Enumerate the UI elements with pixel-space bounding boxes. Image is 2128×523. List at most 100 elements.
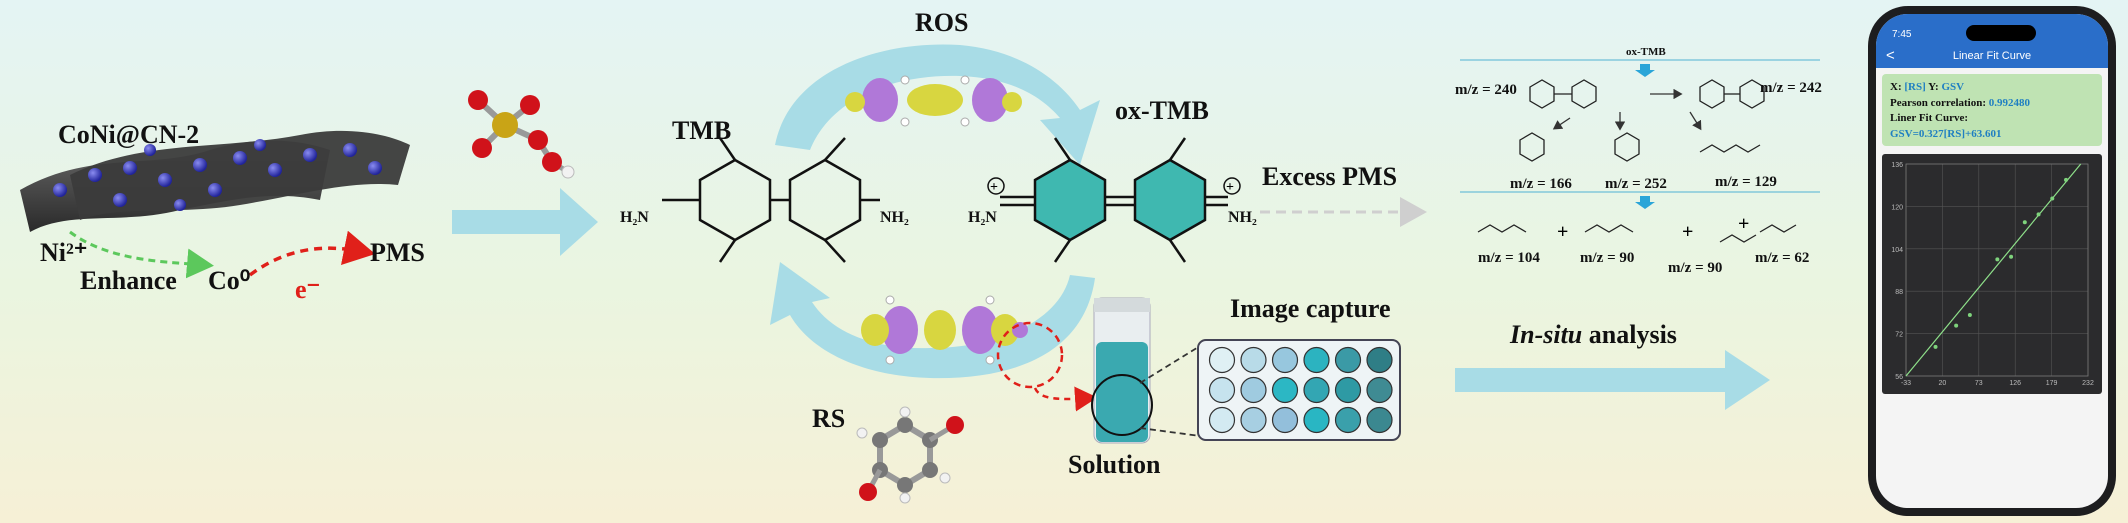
mz90a-label: m/z = 90 [1580,250,1635,266]
y-tick-label: 136 [1891,162,1903,169]
well [1334,376,1362,404]
well [1208,376,1236,404]
data-point [1995,257,2000,262]
zoom-line-top [1139,345,1201,384]
enhance-arrow [69,230,214,279]
ox-tmb-label: ox-TMB [1115,96,1209,125]
pearson-value: 0.992480 [1988,96,2031,109]
tmb-structure [662,137,880,263]
mz242-label: m/z = 242 [1760,80,1822,96]
well [1303,346,1330,374]
mz62-label: m/z = 62 [1755,250,1810,266]
rs-orbital [861,295,1028,365]
insitu-arrow [1455,350,1770,410]
well [1271,346,1299,374]
tmb-label: TMB [672,116,732,145]
data-point [1933,344,1938,349]
zoom-line-bottom [1139,427,1201,437]
y-tick-label: 56 [1895,374,1903,381]
image-capture-label: Image capture [1230,294,1391,323]
feed-arrow [452,188,598,256]
x-tick-label: 232 [2082,380,2094,387]
data-point [2064,177,2069,182]
svg-text:+: + [1682,221,1693,243]
smartphone: 7:45 < Linear Fit Curve X: [RS] Y: GSV P… [1868,6,2116,516]
well [1240,346,1267,374]
to-tube-arrow [1033,386,1098,412]
data-point [2009,254,2014,259]
plot-frame [1905,163,2089,377]
product-title: ox-TMB [1626,46,1666,58]
insitu-rest: analysis [1582,320,1677,349]
test-tube [1091,297,1153,444]
product-panel: + + + [1460,59,1820,243]
svg-text:+: + [1226,180,1234,195]
well [1303,406,1330,434]
pearson-row: Pearson correlation: 0.992480 [1890,96,2094,112]
nav-bar: < Linear Fit Curve [1876,46,2108,68]
enhance-label: Enhance [80,266,177,295]
back-button[interactable]: < [1886,47,1895,64]
svg-text:+: + [990,180,998,195]
well [1240,406,1267,434]
x-tick-label: 73 [1975,380,1983,387]
svg-text:+: + [1738,213,1749,235]
phone-screen: 7:45 < Linear Fit Curve X: [RS] Y: GSV P… [1876,14,2108,508]
x-label: X: [1890,81,1902,93]
ros-label: ROS [915,8,969,37]
y-tick-label: 88 [1895,289,1903,296]
data-point [2036,212,2041,217]
pearson-label: Pearson correlation: [1890,96,1987,109]
ros-arc [775,44,1100,165]
electron-arrow [248,230,376,277]
data-point [1967,313,1972,318]
cobalt-label: Co⁰ [208,266,251,295]
x-tick-label: 20 [1939,380,1947,387]
well-grid [1208,346,1393,434]
well [1208,406,1236,434]
x-tick-label: 126 [2009,380,2021,387]
y-label: Y: [1928,81,1939,93]
well [1271,406,1299,434]
insitu-analysis-label: In-situ analysis [1510,320,1677,350]
mz166-label: m/z = 166 [1510,176,1572,192]
tmb-h2n-label: H₂N [620,209,649,226]
data-point [2050,196,2055,201]
well [1240,376,1267,404]
mz252-label: m/z = 252 [1605,176,1667,192]
data-point [1954,323,1959,328]
nav-title: Linear Fit Curve [1952,50,2032,62]
x-tick-label: 179 [2046,380,2058,387]
y-tick-label: 120 [1891,204,1903,211]
well [1271,376,1299,404]
well [1208,346,1236,374]
rs-molecule [856,406,964,504]
well [1366,346,1393,374]
electron-label: e⁻ [295,275,321,304]
solution-label: Solution [1068,450,1161,479]
rs-label: RS [812,404,846,433]
oxtmb-nh2-label: NH₂ [1228,209,1257,226]
mz104-label: m/z = 104 [1478,250,1540,266]
catalyst-label: CoNi@CN-2 [58,120,200,149]
ros-orbital [845,75,1022,127]
catalyst-sheet [20,130,410,232]
highlight-circle [996,321,1064,389]
y-value: GSV [1941,81,1965,93]
well [1366,376,1393,404]
nickel-ion-label: Ni²⁺ [40,238,88,267]
excess-pms-label: Excess PMS [1262,162,1398,191]
well [1366,406,1393,434]
status-bar: 7:45 [1876,14,2108,46]
xy-row: X: [RS] Y: GSV [1890,80,2094,96]
svg-text:+: + [1557,221,1568,243]
data-point [2022,220,2027,225]
insitu-italic: In-situ [1510,320,1583,349]
mz240-label: m/z = 240 [1455,82,1517,98]
mz129-label: m/z = 129 [1715,174,1777,190]
ox-tmb-structure: + + [987,137,1241,263]
oxtmb-h2n-label: H₂N [968,209,997,226]
